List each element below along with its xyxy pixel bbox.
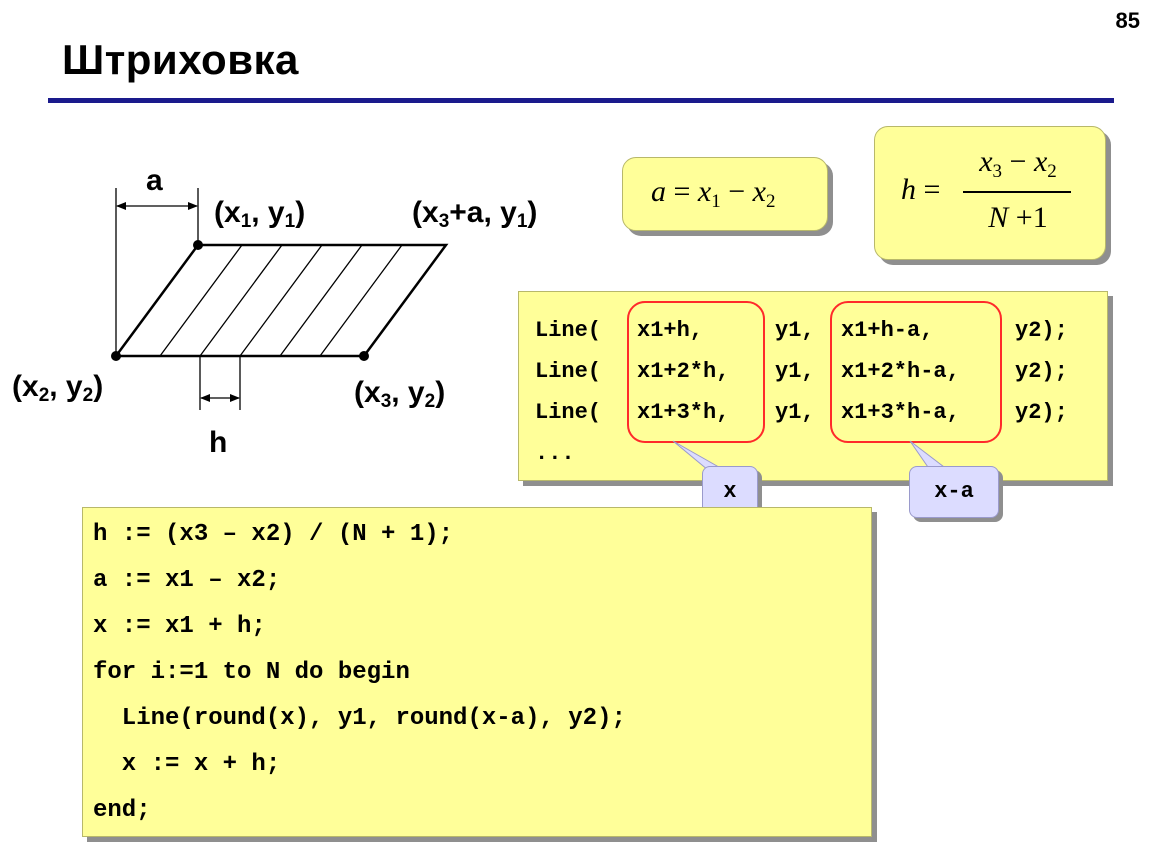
label-h: h: [209, 426, 228, 459]
highlight-x-column: [627, 301, 765, 443]
code-line: x := x + h;: [93, 751, 281, 778]
code-line: for i:=1 to N do begin: [93, 659, 410, 686]
hatch-lines: [159, 244, 403, 357]
fraction-bar: [963, 191, 1071, 193]
formula-a: a = x1 − x2: [651, 175, 776, 212]
line-call-xa-column: x1+h-a,x1+2*h-a,x1+3*h-a,: [841, 318, 960, 425]
parallelogram: [113, 243, 449, 358]
label-a: a: [146, 164, 163, 197]
line-call-y1-column: y1,y1,y1,: [775, 318, 815, 425]
program-code: h := (x3 – x2) / (N + 1); a := x1 – x2; x …: [93, 512, 626, 834]
hatch-line: [319, 244, 403, 357]
point-x2-y2: (x2, y2): [12, 370, 104, 406]
formula-h-numerator: x3 − x2: [979, 145, 1057, 182]
formula-h-denominator: N +1: [988, 201, 1048, 234]
point-x3-y2: (x3, y2): [354, 376, 446, 412]
formula-h-lhs: h =: [901, 173, 941, 206]
line-call-y2-column: y2);y2);y2);: [1015, 318, 1068, 425]
hatch-line: [279, 244, 363, 357]
code-line: Line(round(x), y1, round(x-a), y2);: [93, 705, 626, 732]
formula-h-box: h = x3 − x2 N +1: [874, 126, 1106, 260]
program-box: h := (x3 – x2) / (N + 1); a := x1 – x2; x …: [82, 507, 872, 837]
formula-a-box: a = x1 − x2: [622, 157, 828, 231]
point-x1-y1: (x1, y1): [214, 196, 306, 232]
code-line: a := x1 – x2;: [93, 567, 281, 594]
highlight-xa-column: [830, 301, 1002, 443]
code-line: h := (x3 – x2) / (N + 1);: [93, 521, 454, 548]
hatch-line: [159, 244, 243, 357]
callout-x-minus-a: x-a: [909, 466, 999, 518]
code-line: x := x1 + h;: [93, 613, 266, 640]
line-call-x-column: x1+h,x1+2*h,x1+3*h,: [637, 318, 730, 425]
slide-title: Штриховка: [62, 36, 299, 83]
hatch-line: [199, 244, 283, 357]
hatch-line: [239, 244, 323, 357]
line-call-fn-column: Line(Line(Line(...: [535, 318, 602, 466]
vertex-dot: [359, 351, 369, 361]
title-underline: [48, 98, 1114, 103]
slide-number: 85: [1115, 8, 1140, 33]
code-line: end;: [93, 797, 151, 824]
point-x3a-y1: (x3+a, y1): [412, 196, 538, 232]
line-calls-box: Line(Line(Line(... x1+h,x1+2*h,x1+3*h, y…: [518, 291, 1108, 481]
